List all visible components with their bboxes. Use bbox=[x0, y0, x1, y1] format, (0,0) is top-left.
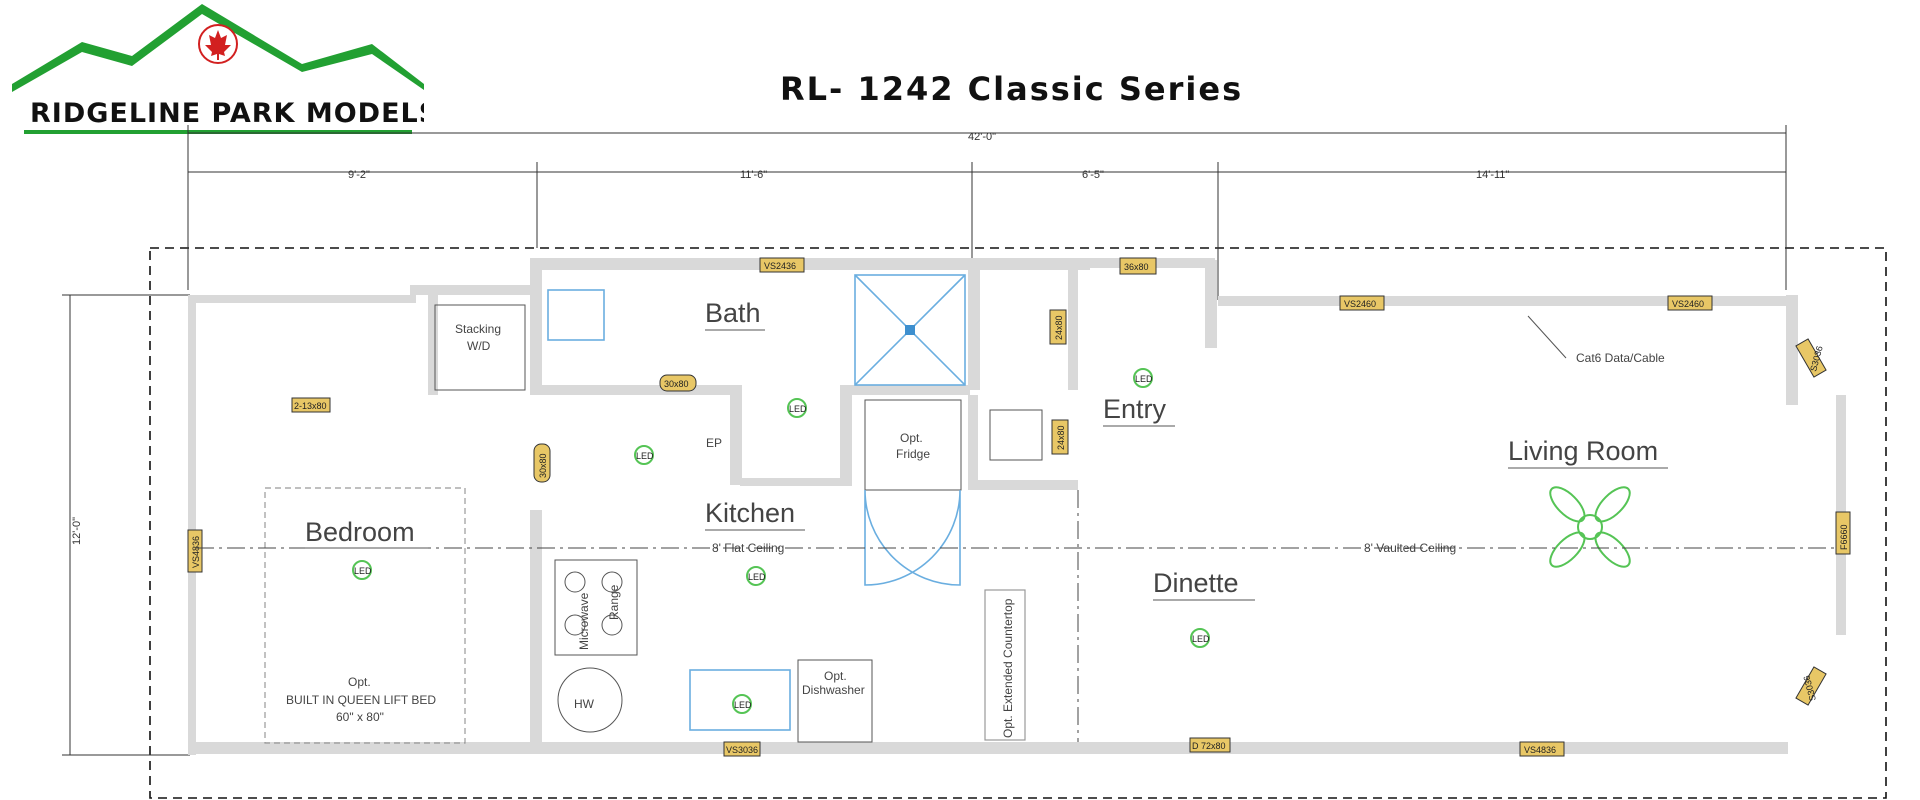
stacking-washer-dryer bbox=[434, 304, 526, 391]
company-logo: RIDGELINE PARK MODELS bbox=[12, 4, 424, 134]
dim-seg3: 6'-5" bbox=[1082, 169, 1104, 181]
fridge-door-swing bbox=[864, 489, 961, 586]
tag-vs4836-a: VS4836 bbox=[191, 536, 201, 568]
tag-vs2460-a: VS2460 bbox=[1344, 299, 1376, 309]
cat6-leader bbox=[1527, 315, 1567, 359]
tag-vs2460-b: VS2460 bbox=[1672, 299, 1704, 309]
tag-2-13x80: 2-13x80 bbox=[294, 401, 327, 411]
tag-24x80-a: 24x80 bbox=[1054, 315, 1064, 340]
bed-label-1: BUILT IN QUEEN LIFT BED bbox=[286, 693, 436, 707]
led-label-flat: LED bbox=[748, 572, 766, 582]
page-title: RL- 1242 Classic Series bbox=[780, 70, 1244, 108]
cat6-label: Cat6 Data/Cable bbox=[1576, 351, 1665, 365]
led-light-icons bbox=[352, 368, 1210, 714]
water-heater-cabinet bbox=[989, 409, 1043, 461]
range-label: Range bbox=[607, 584, 621, 620]
dim-seg2: 11'-6" bbox=[740, 169, 767, 181]
hw-label: HW bbox=[574, 697, 595, 711]
tag-24x80-b: 24x80 bbox=[1056, 425, 1066, 450]
brand-name: RIDGELINE PARK MODELS bbox=[30, 98, 424, 129]
led-label-sink: LED bbox=[734, 700, 752, 710]
fridge bbox=[864, 399, 962, 491]
ceiling-fan-icon bbox=[1549, 486, 1631, 568]
tag-f6660: F6660 bbox=[1839, 524, 1849, 550]
site-outline bbox=[149, 247, 1887, 799]
window-door-tags: VS2436 VS2460 VS2460 36x80 24x80 24x80 3… bbox=[187, 257, 1851, 757]
dim-seg4: 14'-11" bbox=[1476, 169, 1509, 181]
room-bath: Bath bbox=[705, 298, 761, 328]
room-dinette: Dinette bbox=[1153, 568, 1239, 598]
range bbox=[554, 559, 638, 656]
room-living: Living Room bbox=[1508, 436, 1658, 466]
tag-vs2436: VS2436 bbox=[764, 261, 796, 271]
bed-label-2: 60" x 80" bbox=[336, 710, 384, 724]
bed-opt-label: Opt. bbox=[348, 675, 371, 689]
dim-overall: 42'-0" bbox=[968, 131, 996, 143]
shower bbox=[854, 274, 966, 386]
ext-counter-label: Opt. Extended Countertop bbox=[1001, 598, 1015, 738]
room-kitchen: Kitchen bbox=[705, 498, 795, 528]
flat-ceiling-label: 8' Flat Ceiling bbox=[712, 541, 784, 555]
bathtub bbox=[547, 289, 605, 341]
dimension-lines bbox=[62, 125, 1787, 756]
tag-vs4836-b: VS4836 bbox=[1524, 745, 1556, 755]
stacking-label: Stacking bbox=[455, 322, 501, 336]
queen-bed bbox=[264, 487, 466, 744]
ep-label: EP bbox=[706, 436, 722, 450]
dim-depth: 12'-0" bbox=[71, 517, 83, 545]
room-bedroom: Bedroom bbox=[305, 517, 415, 547]
kitchen-sink bbox=[689, 669, 791, 731]
extended-countertop bbox=[984, 589, 1026, 741]
water-heater bbox=[557, 667, 623, 733]
wd-label: W/D bbox=[467, 339, 491, 353]
vaulted-ceiling-label: 8' Vaulted Ceiling bbox=[1364, 541, 1456, 555]
fridge-label: Fridge bbox=[896, 447, 930, 461]
led-label-kitchen: LED bbox=[636, 451, 654, 461]
dishwasher bbox=[797, 659, 873, 743]
dishwasher-opt-label: Opt. bbox=[824, 669, 847, 683]
tag-36x80: 36x80 bbox=[1124, 262, 1149, 272]
dim-seg1: 9'-2" bbox=[348, 169, 370, 181]
tag-vs3036: VS3036 bbox=[726, 745, 758, 755]
fridge-opt-label: Opt. bbox=[900, 431, 923, 445]
led-label-bedroom: LED bbox=[354, 566, 372, 576]
tag-30x80-b: 30x80 bbox=[538, 453, 548, 478]
tag-30x80-a: 30x80 bbox=[664, 379, 689, 389]
led-label-bath: LED bbox=[789, 404, 807, 414]
led-label-entry: LED bbox=[1135, 374, 1153, 384]
room-entry: Entry bbox=[1103, 394, 1167, 424]
microwave-label: Microwave bbox=[577, 592, 591, 650]
tag-d72x80: D 72x80 bbox=[1192, 741, 1226, 751]
dishwasher-label: Dishwasher bbox=[802, 683, 865, 697]
maple-leaf-shape bbox=[205, 30, 231, 60]
led-label-dinette: LED bbox=[1192, 634, 1210, 644]
